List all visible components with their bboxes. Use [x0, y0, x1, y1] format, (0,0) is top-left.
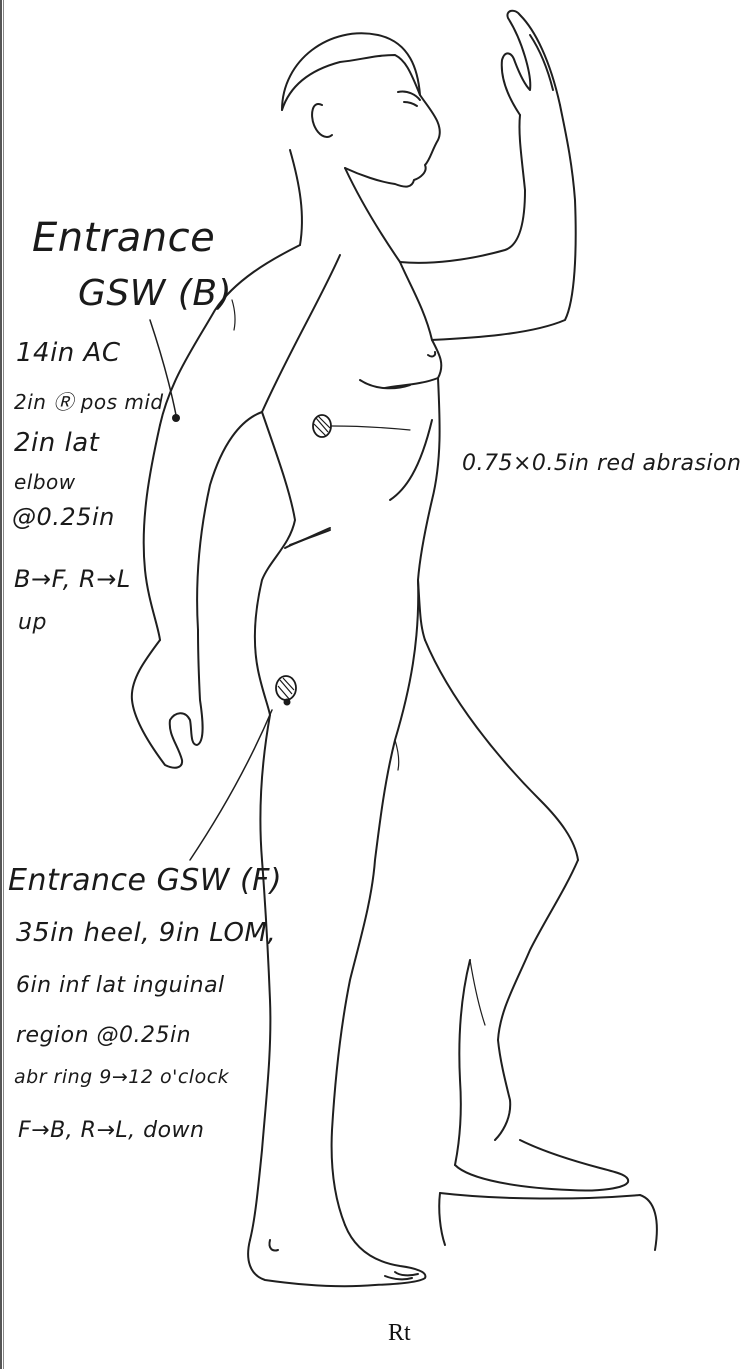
front-wound-detail-1: 35in heel, 9in LOM,	[16, 920, 276, 946]
front-wound-dot	[284, 699, 291, 706]
back-wound-detail-2: 2in Ⓡ pos mid	[14, 392, 164, 412]
abrasion-note: 0.75×0.5in red abrasion	[462, 453, 741, 475]
front-wound-hatch	[278, 678, 294, 700]
back-wound-detail-1: 14in AC	[16, 340, 121, 366]
front-wound-detail-2: 6in inf lat inguinal	[16, 975, 225, 997]
front-wound-title: Entrance GSW (F)	[8, 866, 282, 896]
back-wound-title-1: Entrance	[32, 218, 215, 258]
back-wound-detail-5: @0.25in	[12, 505, 115, 529]
abrasion-hatch	[314, 416, 330, 436]
view-label: Rt	[388, 1320, 411, 1347]
front-wound-detail-5: F→B, R→L, down	[18, 1120, 205, 1142]
back-wound-detail-6: B→F, R→L	[14, 567, 131, 591]
front-wound-detail-3: region @0.25in	[16, 1025, 191, 1047]
back-wound-detail-4: elbow	[14, 472, 76, 492]
back-wound-detail-3: 2in lat	[14, 430, 99, 456]
back-wound-dot	[172, 414, 180, 422]
front-wound-detail-4: abr ring 9→12 o'clock	[14, 1068, 229, 1087]
back-wound-title-2: GSW (B)	[78, 276, 232, 312]
back-wound-detail-7: up	[18, 612, 47, 634]
